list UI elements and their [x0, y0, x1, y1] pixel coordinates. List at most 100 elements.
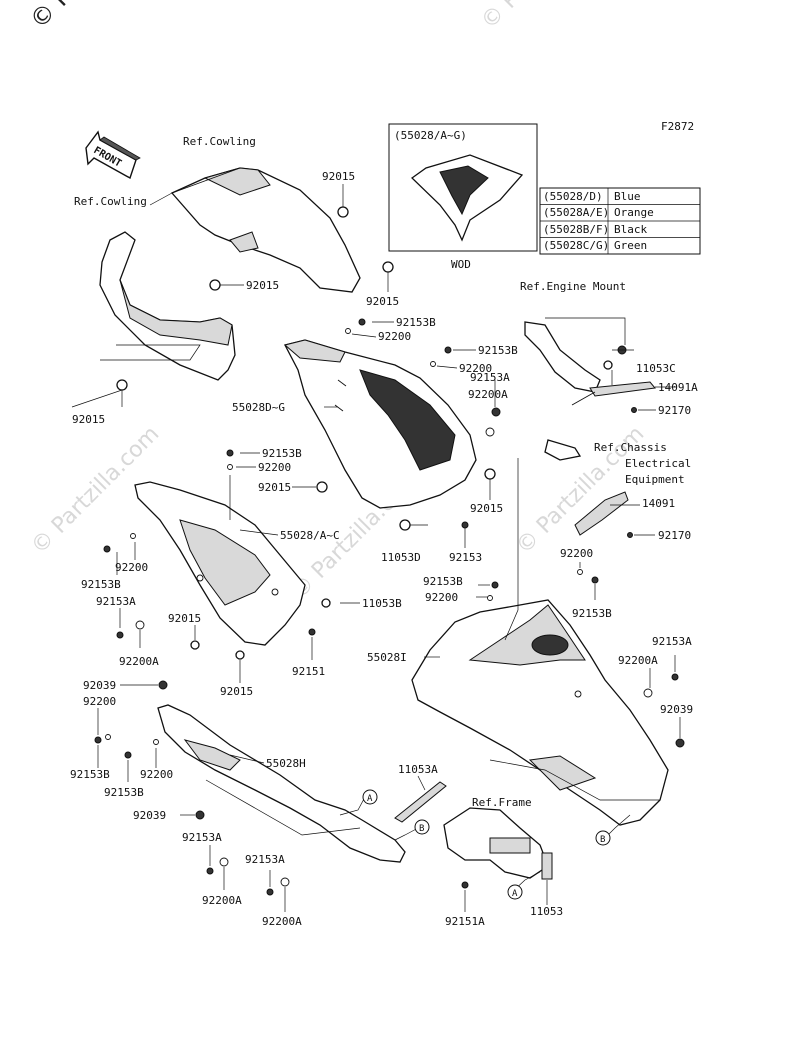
color-code-4: (55028C/G): [543, 239, 609, 252]
color-code-3: (55028B/F): [543, 223, 609, 236]
engine-mount-bracket-drawing: [524, 317, 626, 393]
bolt-icon: [671, 673, 679, 681]
bolt-icon: [358, 318, 366, 326]
grommet-icon: [209, 279, 221, 291]
leader-lines: [71, 184, 681, 912]
part-label: 92151: [292, 665, 325, 678]
figure-code: F2872: [661, 120, 694, 133]
part-label: 92200A: [468, 388, 508, 401]
bolt-icon: [206, 867, 214, 875]
part-label: 92039: [133, 809, 166, 822]
washer-icon: [219, 857, 229, 867]
callout-b-circle: [595, 830, 611, 846]
part-label: 92015: [258, 481, 291, 494]
bolt-icon: [94, 736, 102, 744]
callout-a-label: A: [367, 794, 373, 804]
part-label: 92153A: [470, 371, 510, 384]
part-label: 55028H: [266, 757, 306, 770]
ref-cowling-left: Ref.Cowling: [74, 195, 147, 208]
part-label: 92151A: [445, 915, 485, 928]
part-label: 92200: [378, 330, 411, 343]
callout-b-label: B: [419, 824, 424, 834]
part-label: 92200A: [262, 915, 302, 928]
part-label: 11053C: [636, 362, 676, 375]
wod-title: (55028/A~G): [394, 129, 467, 142]
part-label: 55028/A~C: [280, 529, 340, 542]
callouts: A B B A: [362, 789, 611, 900]
part-label: 92039: [83, 679, 116, 692]
color-table: (55028/D) Blue (55028A/E) Orange (55028B…: [539, 187, 701, 255]
part-label: 92153A: [245, 853, 285, 866]
color-name-4: Green: [614, 239, 647, 252]
part-label: 92200: [560, 547, 593, 560]
washer-icon: [227, 464, 233, 470]
bolt-icon: [103, 545, 111, 553]
callout-a-circle: [362, 789, 378, 805]
clip-11053-icon: [541, 852, 553, 880]
washer-icon: [105, 734, 111, 740]
part-label: 92200: [83, 695, 116, 708]
ref-frame: Ref.Frame: [472, 796, 532, 809]
bolt-icon: [124, 751, 132, 759]
bolt-icon: [461, 521, 469, 529]
part-label: 92153B: [478, 344, 518, 357]
washer-icon: [280, 877, 290, 887]
bolt-icon: [444, 346, 452, 354]
screw-icon: [627, 532, 633, 538]
clip-nut-icon: [399, 519, 411, 531]
ref-chassis-2: Electrical: [625, 457, 691, 470]
part-label: 92015: [470, 502, 503, 515]
washer-icon: [577, 569, 583, 575]
left-cowling-drawing: [99, 231, 236, 381]
bracket-14091a-drawing: [571, 381, 656, 406]
part-label: 11053A: [398, 763, 438, 776]
part-label: 92200: [140, 768, 173, 781]
washer-icon: [130, 533, 136, 539]
part-label: 92015: [72, 413, 105, 426]
washer-icon: [345, 328, 351, 334]
upper-cowling-drawing: [149, 167, 361, 293]
part-label: 92170: [658, 529, 691, 542]
ref-chassis-1: Ref.Chassis: [594, 441, 667, 454]
part-label: 92015: [366, 295, 399, 308]
part-label: 92153B: [262, 447, 302, 460]
clip-nut-icon: [321, 598, 331, 608]
wod-inset: (55028/A~G) WOD: [388, 123, 538, 271]
part-label: 92153B: [81, 578, 121, 591]
part-label: 92200: [459, 362, 492, 375]
part-label: 92153A: [182, 831, 222, 844]
bolt-icon: [116, 631, 124, 639]
part-label: 92153A: [96, 595, 136, 608]
callout-a-circle: [507, 884, 523, 900]
collar-icon: [603, 360, 613, 370]
frame-drawing: [443, 807, 549, 879]
part-label: 92015: [220, 685, 253, 698]
front-arrow-icon: FRONT: [85, 130, 141, 180]
bolt-icon: [158, 680, 168, 690]
part-label: 55028I: [367, 651, 407, 664]
grommet-icon: [316, 481, 328, 493]
washer-icon: [487, 595, 493, 601]
part-label: 14091A: [658, 381, 698, 394]
part-label: 14091: [642, 497, 675, 510]
ref-engine-mount: Ref.Engine Mount: [520, 280, 626, 293]
wod-caption: WOD: [451, 258, 471, 271]
washer-icon: [135, 620, 145, 630]
bolt-icon: [195, 810, 205, 820]
bolt-icon: [308, 628, 316, 636]
color-code-1: (55028/D): [543, 190, 603, 203]
washer-icon: [643, 688, 653, 698]
grommet-icon: [235, 650, 245, 660]
part-label: 11053: [530, 905, 563, 918]
grommet-icon: [116, 379, 128, 391]
part-label: 92200A: [202, 894, 242, 907]
upper-side-panel-drawing: [283, 339, 477, 509]
callout-b-circle: [414, 819, 430, 835]
grommet-icon: [190, 640, 200, 650]
grommet-icon: [337, 206, 349, 218]
part-label: 92153B: [70, 768, 110, 781]
color-name-3: Black: [614, 223, 647, 236]
part-label: 11053D: [381, 551, 421, 564]
